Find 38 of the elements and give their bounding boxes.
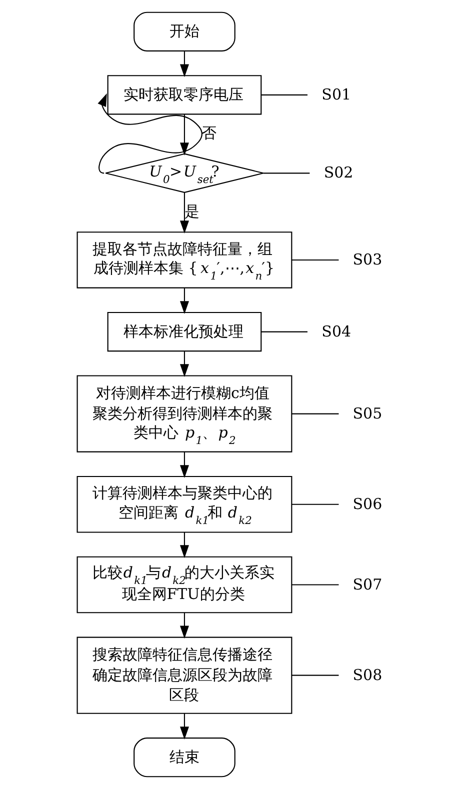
node-box: 提取各节点故障特征量，组成待测样本集 {x$_{1}$′,⋯,x$_{n}$′} [76,232,292,288]
arrow [180,532,189,558]
node-text: S01 [322,85,352,104]
node-box: 计算待测样本与聚类中心的空间距离 d$_{k1}$和 d$_{k2}$ [76,476,292,533]
node-text: S07 [352,575,382,594]
arrow [180,452,189,478]
connector [292,259,339,261]
node-text: S03 [352,250,382,268]
node-box: 对待测样本进行模糊c均值聚类分析得到待测样本的聚类中心 p$_{1}$、p$_{2}$ [76,375,292,452]
arrow [180,612,189,639]
node-box: 样本标准化预处理 [107,312,262,352]
connector [261,94,308,96]
edge-label: 是 [184,202,200,220]
node-text: S08 [352,666,382,684]
node-text: S05 [352,404,382,422]
edge-label: 否 [202,124,217,142]
node-text: S02 [324,164,354,182]
node-box: 搜索故障特征信息传播途径确定故障信息源区段为故障区段 [76,636,292,714]
arrow [180,351,189,378]
arrow [180,714,189,740]
connector [263,172,310,174]
connector [292,584,339,586]
node-box: 开始 [134,12,236,52]
arrow [180,51,189,78]
arrow [98,93,202,174]
node-text: S04 [322,322,352,340]
arrow [180,192,189,234]
node-box: 比较d$_{k1}$与d$_{k2}$的大小关系实现全网FTU的分类 [76,556,292,614]
arrow [180,288,189,314]
connector [292,413,339,414]
connector [292,504,339,505]
node-box: 实时获取零序电压 [107,75,262,115]
node-text: S06 [352,494,382,513]
connector [292,674,339,676]
node-diamond: U$_{0}$>U$_{set}$? [105,153,264,193]
arrow [180,114,189,156]
connector [261,331,308,332]
node-box: 结束 [134,738,236,778]
